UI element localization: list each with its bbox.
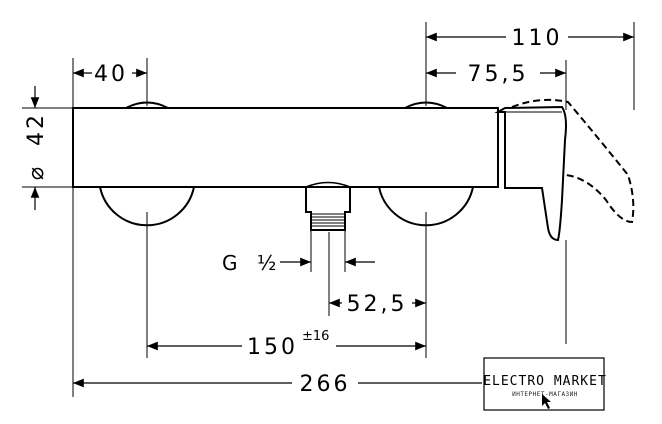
dim-body-height: 42: [24, 112, 49, 146]
dim-center-tolerance: ±16: [302, 329, 329, 344]
dim-spout-offset: 75,5: [468, 62, 529, 87]
dim-left-offset: 40: [94, 62, 128, 87]
dim-outlet-offset: 52,5: [347, 292, 408, 317]
cursor-arrow-icon: [542, 394, 551, 409]
watermark: ELECTRO MARKET ИНТЕРНЕТ-МАГАЗИН: [483, 357, 607, 411]
dimension-lines: [30, 32, 634, 388]
dim-overall-length: 266: [300, 372, 351, 397]
mixer-bar: [72, 107, 499, 188]
left-wall-disc-bottom: [99, 186, 195, 227]
dim-center-distance: 150: [247, 335, 298, 360]
outlet-nozzle: [305, 187, 351, 231]
dim-diameter-symbol: ⌀: [24, 164, 49, 180]
left-wall-disc: [125, 101, 169, 109]
thread-size: ½: [257, 251, 276, 275]
dim-depth: 110: [512, 26, 563, 51]
mixer-body: [72, 98, 635, 242]
watermark-title: ELECTRO MARKET: [483, 374, 607, 389]
extension-lines: [22, 22, 635, 397]
lever-swing-path: [511, 98, 635, 224]
thread-letter: G: [222, 251, 238, 275]
watermark-subtitle: ИНТЕРНЕТ-МАГАЗИН: [512, 391, 578, 398]
right-wall-disc: [404, 101, 448, 109]
right-wall-disc-bottom: [378, 186, 474, 227]
lever-handle: [494, 105, 567, 242]
